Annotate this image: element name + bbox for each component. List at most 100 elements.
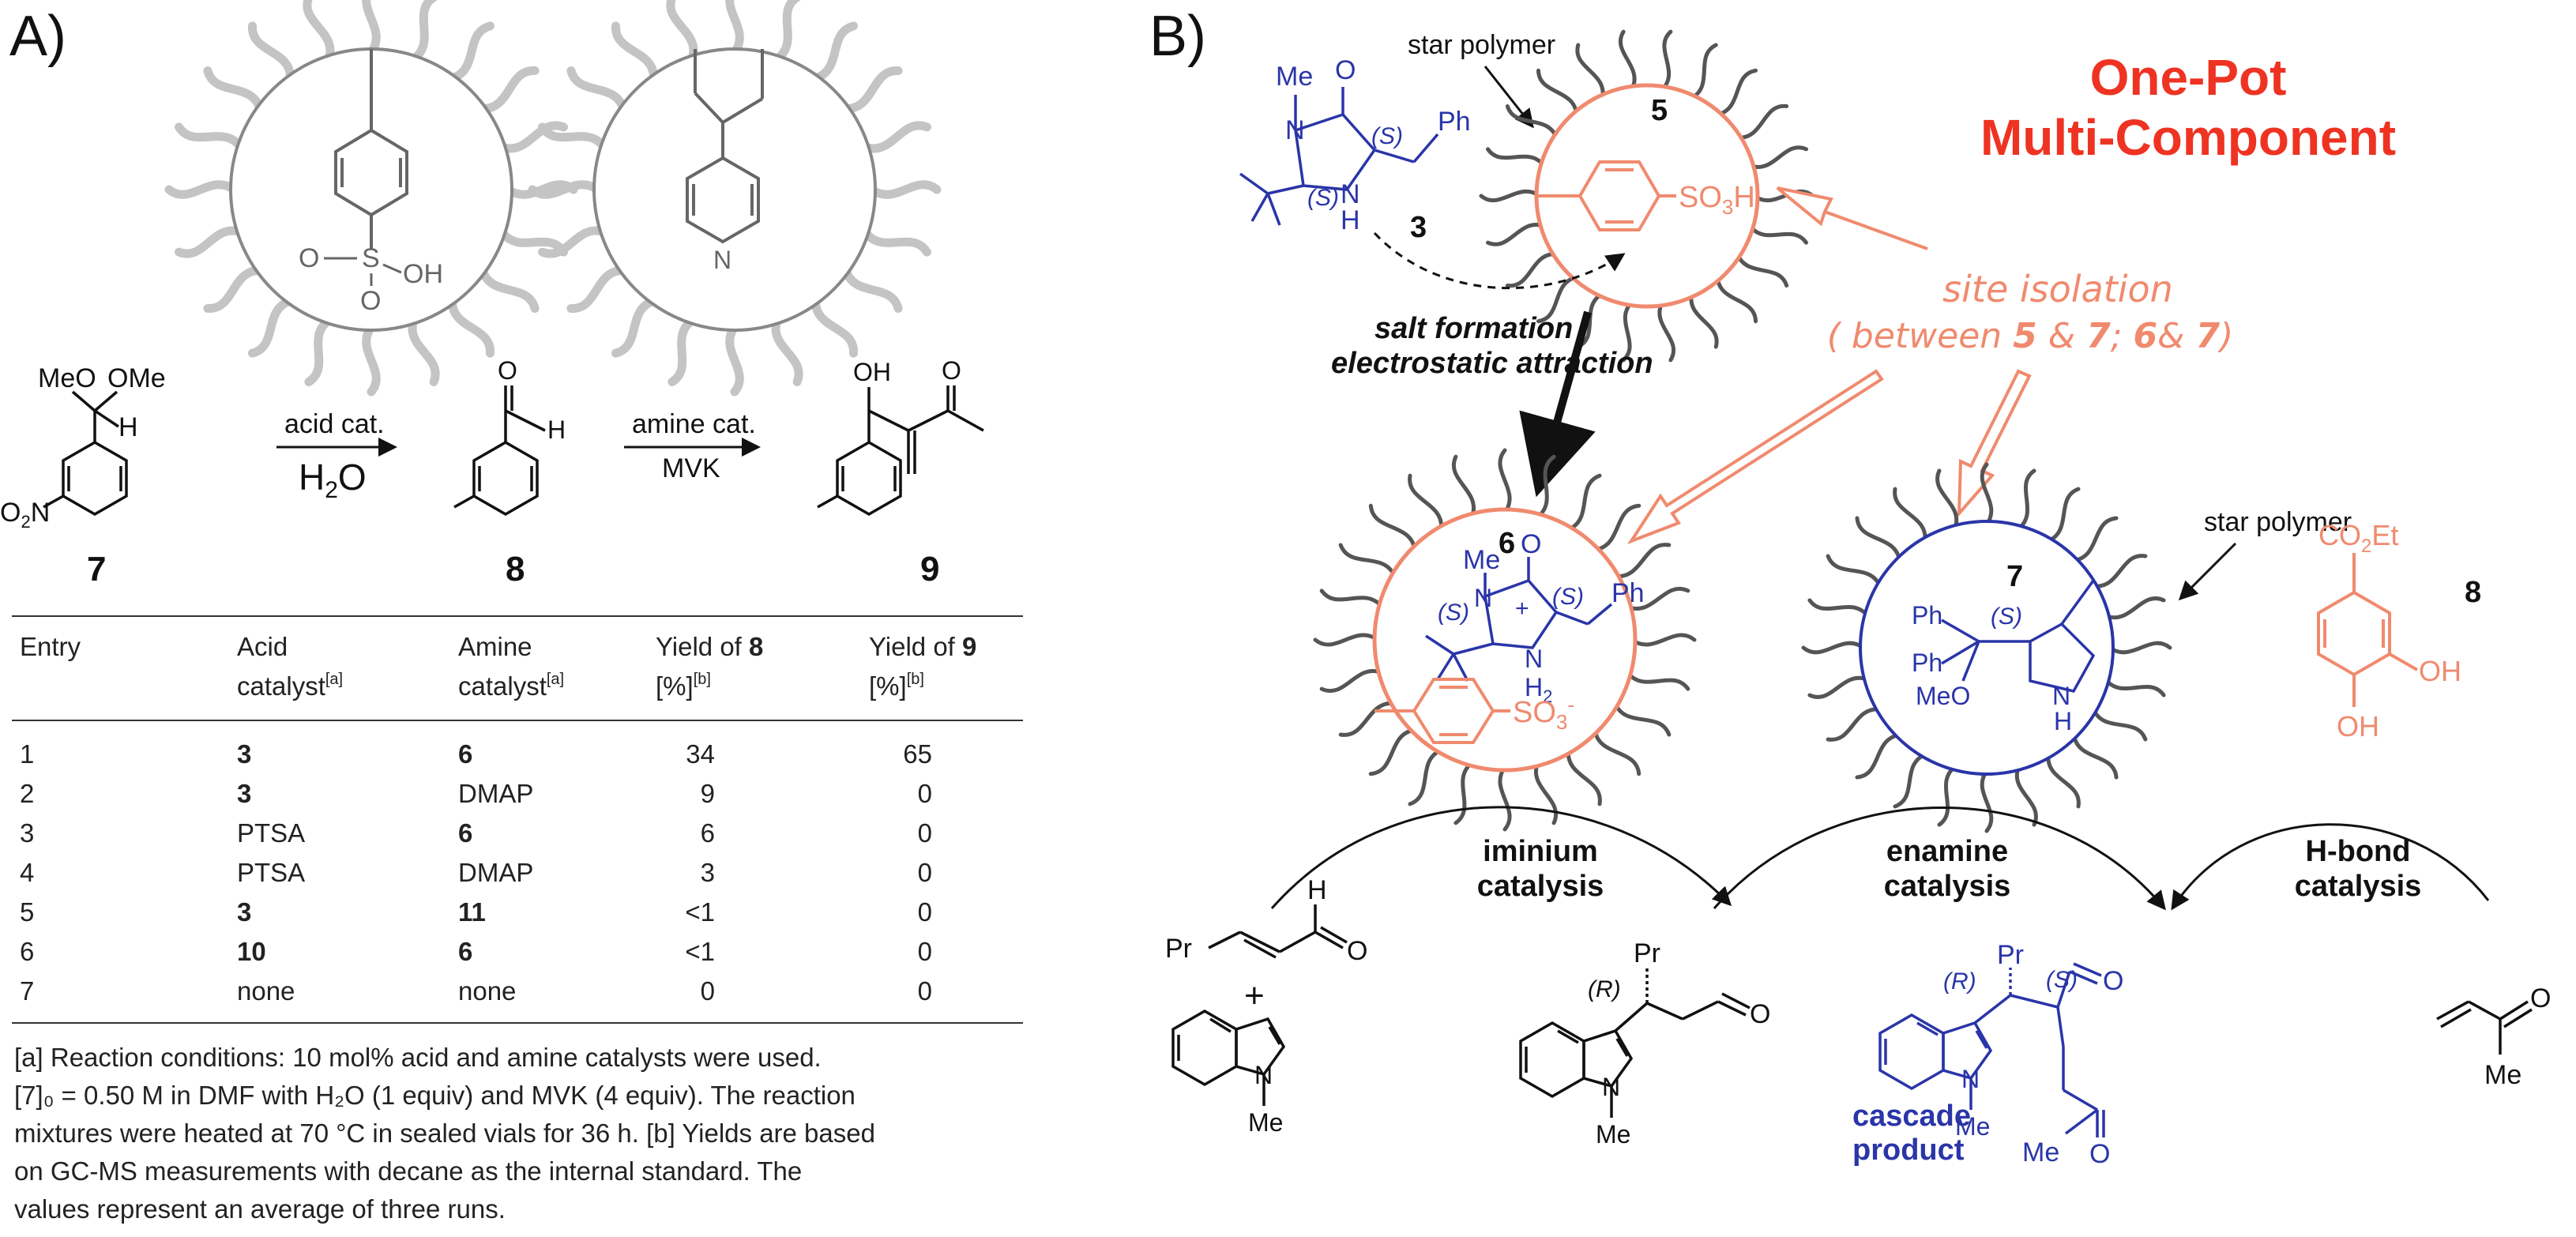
table-cell: 9 <box>701 779 715 808</box>
polymer-arm <box>841 66 903 114</box>
polymer-arms-dark <box>1313 448 1697 832</box>
table-cell: 6 <box>20 937 34 966</box>
table-cell: 65 <box>903 739 932 769</box>
oxygen-label: O <box>360 286 381 316</box>
table-cell: 6 <box>701 818 715 848</box>
star-polymer-dmap: N <box>528 0 942 397</box>
table-header-cell: Entry <box>20 632 81 661</box>
table-cell: 3 <box>237 897 251 927</box>
hbond-label: H-bond <box>2306 835 2411 868</box>
polymer-arm <box>1408 747 1443 806</box>
site-isolation-detail: ( between 5 & 7; 6& 7) <box>1827 316 2233 356</box>
polymer-arm <box>2071 732 2119 780</box>
ptsa-core-structure <box>334 49 408 249</box>
table-cell: none <box>458 976 516 1006</box>
compound-label-8: 8 <box>2465 576 2481 609</box>
ketone-oxygen-label: O <box>2530 983 2551 1013</box>
hydroxyl-label: OH <box>2419 655 2461 687</box>
polymer-arm <box>611 21 659 83</box>
table-cell: 2 <box>20 779 34 808</box>
polymer-arms-gray <box>528 0 942 397</box>
table-cell: 0 <box>918 937 932 966</box>
table-cell: PTSA <box>237 818 305 848</box>
polymer-arm <box>1807 675 1870 699</box>
polymer-arm <box>1626 671 1690 691</box>
polymer-arm <box>1893 487 1927 543</box>
methyl-label: Me <box>1276 62 1313 92</box>
table-cell: 0 <box>918 976 932 1006</box>
table-header-cell: Amine <box>458 632 532 661</box>
polymer-arm <box>1735 252 1789 288</box>
polymer-arm <box>362 0 381 57</box>
mvk-structure <box>2436 1000 2533 1055</box>
polymer-arm <box>860 121 931 153</box>
methoxy-label: OMe <box>107 363 166 393</box>
polymer-arm <box>1826 707 1882 742</box>
compound-9-structure <box>817 385 984 517</box>
pointer-arrow <box>1484 66 1534 129</box>
polymer-arm <box>304 315 333 386</box>
enamine-catalysis-label: catalysis <box>1884 870 2011 903</box>
polymer-arm <box>203 66 265 114</box>
star-polymer-acid: S O O OH <box>164 0 578 397</box>
polymer-arm <box>725 322 744 397</box>
phenyl-label: Ph <box>1912 649 1942 677</box>
table-cell: 6 <box>458 739 472 769</box>
polymer-arm <box>528 180 602 199</box>
polymer-arm <box>2014 765 2038 827</box>
polymer-arm <box>1368 728 1417 776</box>
polymer-arm <box>666 0 698 64</box>
title-one-pot: One-Pot <box>2090 49 2287 106</box>
aldehyde-oxygen-label: O <box>498 356 517 385</box>
polymer-arms-dark <box>1479 29 1815 363</box>
polymer-arm <box>1368 503 1417 552</box>
dmap-nitrogen-label: N <box>713 246 731 274</box>
polymer-core-circle-6 <box>1372 507 1638 773</box>
polymer-arm <box>2046 752 2081 809</box>
sulfonic-acid-label: SO3H <box>1679 181 1755 219</box>
polymer-arm <box>1576 291 1604 349</box>
sulfonate-label: SO3- <box>1513 693 1574 734</box>
polymer-arm <box>2091 707 2148 742</box>
compound-label-5: 5 <box>1651 94 1668 127</box>
table-cell: 6 <box>458 818 472 848</box>
polymer-arm <box>2091 554 2148 588</box>
polymer-arm <box>725 0 744 57</box>
compound-label-9: 9 <box>920 550 939 588</box>
aldehyde-oxygen-label: O <box>1750 999 1770 1029</box>
polymer-arm <box>478 265 540 313</box>
substrate-enal <box>1208 904 1348 959</box>
table-cell: 0 <box>918 897 932 927</box>
stereo-label: (S) <box>1371 123 1403 149</box>
site-isolation-label: site isolation <box>1942 268 2173 310</box>
polymer-arm <box>538 122 609 152</box>
ketone-oxygen-label: O <box>942 356 961 385</box>
hydroxyl-label: OH <box>2337 710 2379 743</box>
polymer-arm <box>810 21 858 83</box>
nitrogen-label: N <box>1285 115 1305 145</box>
hydrogen-label: H <box>1341 205 1360 235</box>
methyl-label: Me <box>1463 545 1500 575</box>
polymer-arm <box>1630 633 1697 647</box>
polymer-arm <box>1807 598 1870 618</box>
hydroxyl-label: OH <box>403 259 443 289</box>
polymer-arm <box>497 121 568 153</box>
table-cell: 1 <box>20 739 34 769</box>
aldehyde-hydrogen-label: H <box>547 415 566 444</box>
dashed-salt-arrow <box>1373 231 1626 290</box>
stereo-label: (S) <box>1307 185 1339 211</box>
catalyst-3-structure: Me N O (S) (S) Ph N H 3 <box>1239 55 1471 244</box>
oxygen-label: O <box>299 243 319 273</box>
sulfur-label: S <box>362 243 380 273</box>
ketone-oxygen-label: O <box>2089 1139 2110 1169</box>
table-cell: 34 <box>686 739 715 769</box>
polymer-arm <box>1801 641 1866 655</box>
carbonyl-oxygen-label: O <box>1521 529 1541 559</box>
polymer-arm <box>1536 68 1579 117</box>
polymer-arm <box>175 226 246 258</box>
